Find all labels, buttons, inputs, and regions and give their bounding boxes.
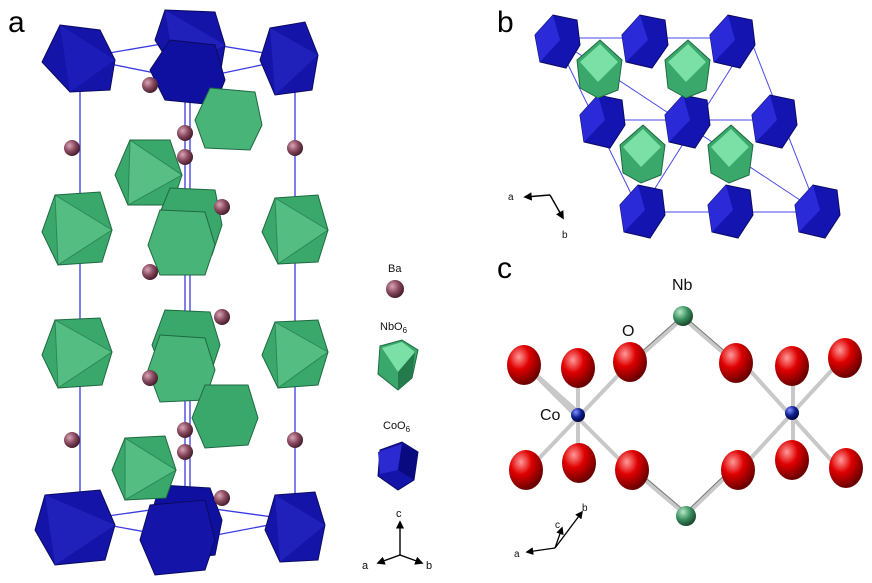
- legend-label-coo6: CoO6: [383, 420, 411, 434]
- panel-label-b: b: [497, 6, 514, 39]
- axes-indicator-a: [376, 520, 424, 565]
- legend-nbo6-octahedron: [377, 339, 419, 391]
- legend-coo6-octahedron: [377, 441, 419, 491]
- panel-a: a: [8, 6, 432, 576]
- unit-cell-lines: [79, 39, 296, 541]
- legend: Ba NbO6 CoO6: [377, 263, 419, 491]
- panel-c: c: [497, 252, 863, 560]
- axis-label-a-b: a: [508, 192, 514, 203]
- label-co: Co: [540, 407, 561, 424]
- axis-label-b: b: [426, 560, 432, 572]
- panel-label-c: c: [497, 252, 512, 285]
- axes-indicator-b: [523, 192, 564, 220]
- coo6-octahedra-bottom: [34, 484, 326, 576]
- o-atoms: [507, 338, 863, 490]
- coo6-octahedra-top: [41, 9, 319, 106]
- legend-ba-atom: [386, 280, 404, 298]
- legend-label-ba: Ba: [388, 263, 402, 275]
- nb-atoms: [673, 306, 696, 526]
- axis-label-b-c: b: [582, 503, 588, 514]
- axis-label-c: c: [396, 508, 402, 520]
- nbo6-octahedra-b: [576, 39, 754, 184]
- legend-label-nbo6: NbO6: [380, 321, 408, 335]
- label-nb: Nb: [672, 277, 693, 294]
- axes-indicator-c: [525, 510, 583, 555]
- ba-atoms: [64, 77, 303, 506]
- axis-label-a: a: [362, 560, 369, 572]
- label-o: O: [622, 323, 634, 340]
- panel-label-a: a: [8, 6, 25, 39]
- axis-label-b-b: b: [562, 230, 568, 241]
- coo6-octahedra-b: [534, 14, 841, 239]
- panel-b: b: [497, 6, 841, 241]
- axis-label-a-c: a: [514, 549, 520, 560]
- axis-label-c-c: c: [555, 520, 560, 531]
- co-atoms: [571, 406, 799, 422]
- nbo6-octahedra: [41, 87, 329, 501]
